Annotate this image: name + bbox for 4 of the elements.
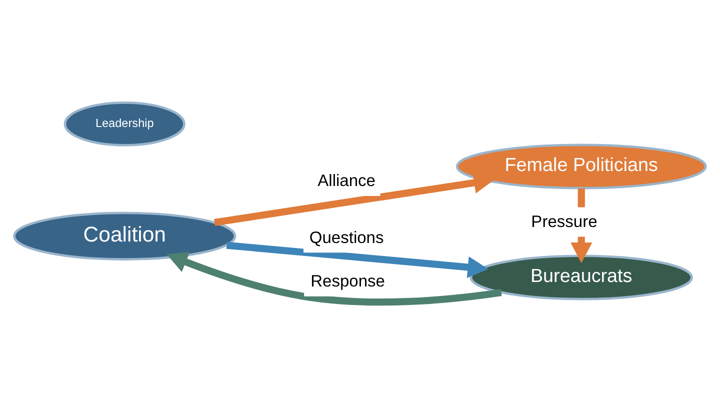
edge-label: Response: [310, 272, 385, 291]
edge-label: Questions: [309, 228, 384, 247]
edge-label: Pressure: [531, 212, 598, 231]
edge-label: Alliance: [318, 171, 376, 190]
